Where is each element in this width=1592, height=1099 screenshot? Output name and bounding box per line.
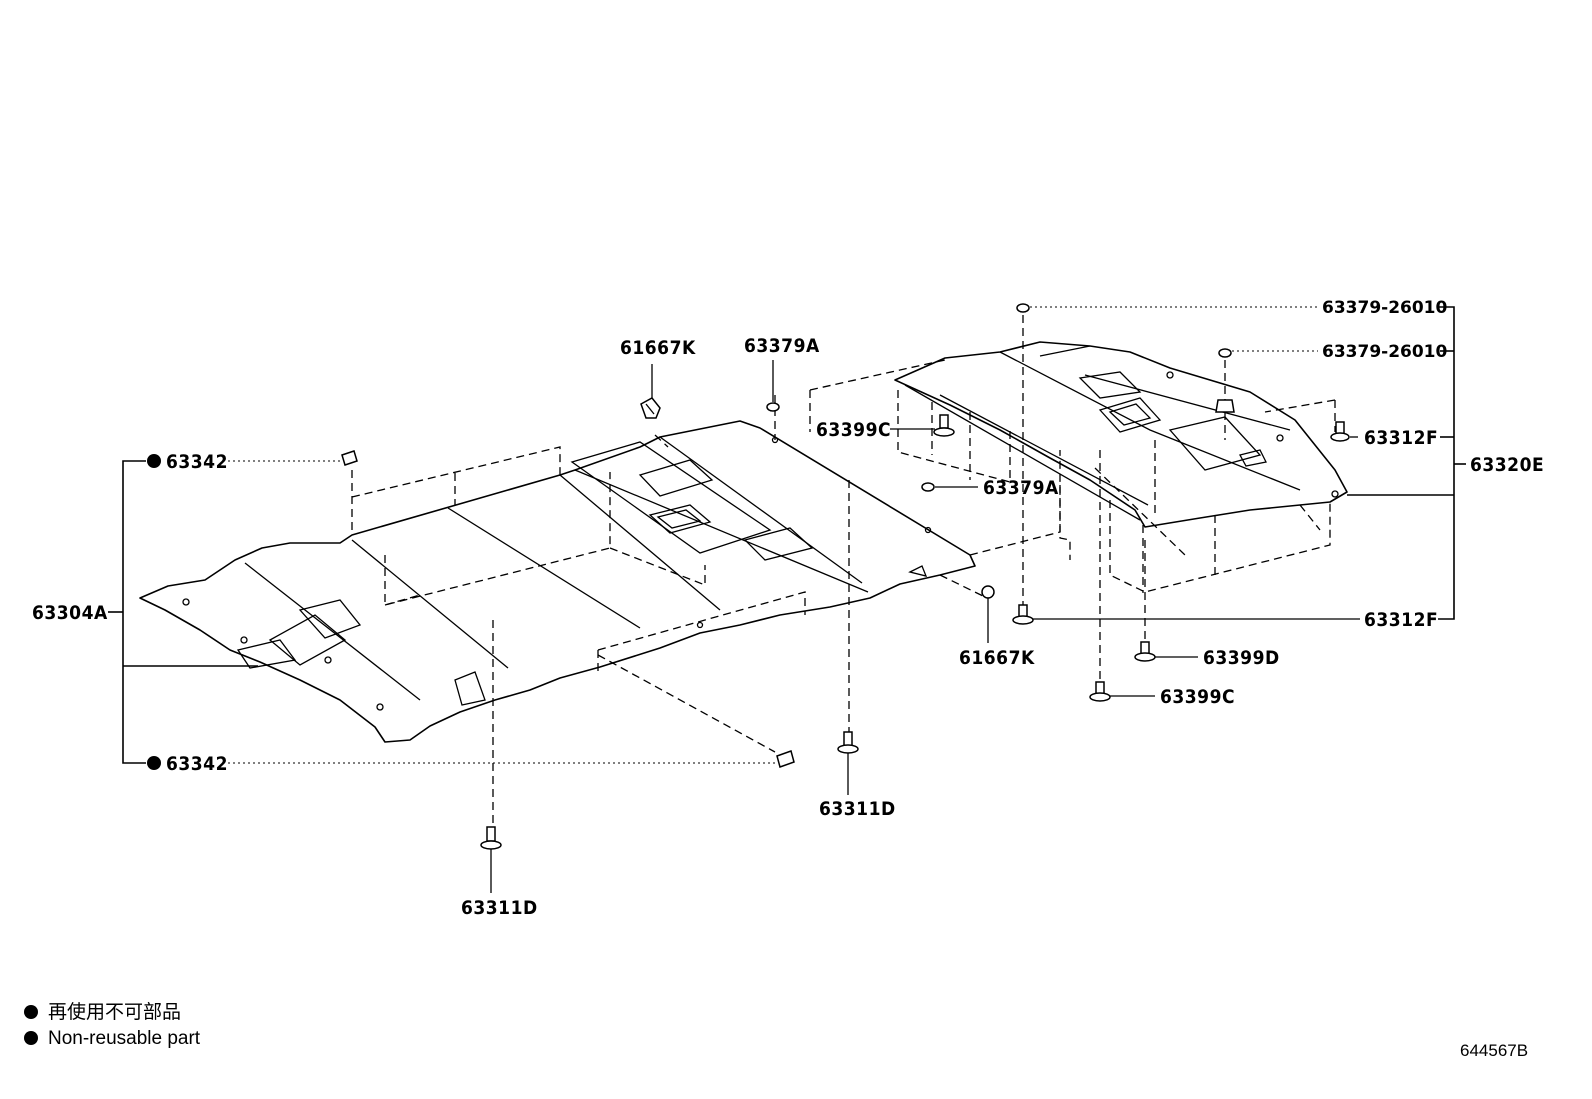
label-63342-bottom: 63342	[166, 753, 228, 775]
label-63312f-top: 63312F	[1364, 427, 1438, 449]
washer-63379-26010-a	[1016, 303, 1030, 313]
label-63320e: 63320E	[1470, 454, 1544, 476]
assembly-guide-lines	[351, 315, 1336, 830]
label-61667k-mid: 61667K	[959, 647, 1035, 669]
legend-bullet-english	[24, 1031, 38, 1045]
part-labels: 61667K 63379A 63342 63342 63304A 63311D …	[32, 298, 1544, 919]
screw-63399c-bottom	[1089, 681, 1111, 702]
label-63379-26010-a: 63379-26010	[1322, 298, 1448, 318]
clip-63342-top	[341, 450, 358, 466]
label-63379a-mid: 63379A	[983, 477, 1059, 499]
screw-63311d-left	[480, 826, 502, 850]
legend: 再使用不可部品 Non-reusable part	[24, 1001, 201, 1049]
label-63379a-top: 63379A	[744, 335, 820, 357]
clip-63342-bottom	[776, 750, 795, 768]
screw-63311d-mid	[837, 731, 859, 754]
figure-number: 644567B	[1460, 1041, 1528, 1060]
screw-63399d	[1134, 641, 1156, 662]
label-61667k-top: 61667K	[620, 337, 696, 359]
label-63312f-bottom: 63312F	[1364, 609, 1438, 631]
front-headliner-panel	[139, 420, 976, 743]
rear-headliner-panel	[894, 341, 1348, 528]
label-63379-26010-b: 63379-26010	[1322, 342, 1448, 362]
leader-lines	[228, 306, 1360, 893]
clip-61667k-mid	[981, 585, 995, 599]
label-63342-top: 63342	[166, 451, 228, 473]
legend-bullet-japanese	[24, 1005, 38, 1019]
label-63399c-top: 63399C	[816, 419, 891, 441]
washer-63379a-mid	[921, 482, 935, 492]
label-63304a: 63304A	[32, 602, 108, 624]
label-63311d-left: 63311D	[461, 897, 538, 919]
legend-english: Non-reusable part	[48, 1028, 201, 1049]
clip-63312f-bottom	[1012, 604, 1034, 625]
fasteners	[341, 303, 1350, 850]
label-63399c-bottom: 63399C	[1160, 686, 1235, 708]
clip-63312f-top	[1330, 421, 1350, 442]
non-reusable-marker-bottom	[147, 756, 161, 770]
washer-63379a-top	[766, 402, 780, 412]
legend-japanese: 再使用不可部品	[48, 1001, 181, 1023]
non-reusable-marker-top	[147, 454, 161, 468]
washer-63379-26010-b	[1218, 348, 1232, 358]
screw-63399c-top	[933, 414, 955, 437]
clip-61667k-top	[640, 397, 661, 419]
label-63311d-mid: 63311D	[819, 798, 896, 820]
group-brackets	[108, 306, 1466, 764]
label-63399d: 63399D	[1203, 647, 1280, 669]
